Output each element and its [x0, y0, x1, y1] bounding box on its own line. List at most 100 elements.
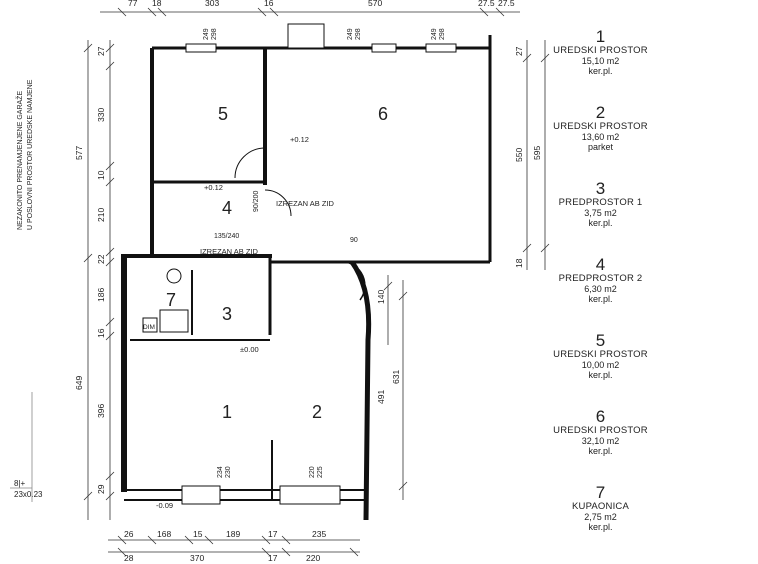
dim-text: 577: [74, 146, 84, 160]
window-label: 230: [225, 466, 232, 478]
legend-floor: ker.pl.: [588, 218, 613, 228]
legend-name: UREDSKI PROSTOR: [553, 45, 648, 56]
legend-area: 6,30 m2: [584, 284, 617, 294]
dim-text: 15: [193, 529, 203, 539]
legend-floor: ker.pl.: [588, 522, 613, 532]
window-label: 234: [217, 466, 224, 478]
dim-text: 22: [96, 254, 106, 264]
level-mark: +0.12: [290, 135, 309, 144]
legend-name: PREDPROSTOR 1: [558, 197, 643, 208]
dim-text: 210: [96, 208, 106, 222]
dim-text: 17: [268, 529, 278, 539]
door-label: 90: [350, 237, 358, 244]
room-number-5: 5: [218, 104, 228, 124]
legend-area: 32,10 m2: [581, 436, 620, 446]
legend-room-4: 4 PREDPROSTOR 2 6,30 m2 ker.pl.: [548, 256, 653, 332]
legend-area: 3,75 m2: [584, 208, 617, 218]
dim-text: 649: [74, 376, 84, 390]
dim-text: 595: [532, 146, 542, 160]
dim-text: 16: [264, 0, 274, 8]
dim-text: 189: [226, 529, 240, 539]
legend-area: 13,60 m2: [581, 132, 620, 142]
room-number-6: 6: [378, 104, 388, 124]
dimension-lines: [83, 7, 550, 557]
opening-labels: 249 298 249 298 249 298 234 230 220 225 …: [203, 28, 446, 478]
legend-room-1: 1 UREDSKI PROSTOR 15,10 m2 ker.pl.: [548, 28, 653, 104]
dim-text: 29: [96, 484, 106, 494]
stamp-text: 8|+: [14, 479, 26, 488]
legend-area: 15,10 m2: [581, 56, 620, 66]
stamp-frame: [10, 392, 33, 502]
legend-room-3: 3 PREDPROSTOR 1 3,75 m2 ker.pl.: [548, 180, 653, 256]
dim-text: 186: [96, 288, 106, 302]
dim-text: 16: [96, 328, 106, 338]
stamp-text: 23x0.23: [14, 490, 43, 499]
dim-text: 370: [190, 553, 204, 563]
window-label: 225: [317, 466, 324, 478]
window-label: 249: [431, 28, 438, 40]
dim-tag: DIM: [143, 324, 155, 331]
bathroom-fixtures: [142, 268, 189, 333]
dims-left: 577 649 27 330 10 210 22 186 16 396 29: [74, 46, 106, 494]
legend-num: 2: [595, 103, 606, 122]
legend-floor: ker.pl.: [588, 370, 613, 380]
dim-text: 631: [391, 370, 401, 384]
dim-text: 77: [128, 0, 138, 8]
legality-note: U POSLOVNI PROSTOR UREDSKE NAMJENE: [27, 79, 34, 230]
dim-text: 27.5: [478, 0, 495, 8]
legend-num: 6: [595, 407, 606, 426]
dim-text: 168: [157, 529, 171, 539]
level-mark: ±0.00: [240, 345, 259, 354]
legend-name: KUPAONICA: [571, 501, 630, 512]
dims-top: 77 18 303 16 570 27.5 27.5: [128, 0, 515, 8]
legend-num: 4: [595, 255, 606, 274]
room-number-3: 3: [222, 304, 232, 324]
legend-name: UREDSKI PROSTOR: [553, 425, 648, 436]
legend-floor: ker.pl.: [588, 294, 613, 304]
legend-room-2: 2 UREDSKI PROSTOR 13,60 m2 parket: [548, 104, 653, 180]
window-label: 249: [347, 28, 354, 40]
dim-text: 27: [96, 46, 106, 56]
dim-text: 18: [514, 258, 524, 268]
room-numbers: 1 2 3 4 5 6 7: [166, 104, 388, 422]
door-label: 135/240: [214, 233, 239, 240]
dim-text: 550: [514, 148, 524, 162]
room-number-2: 2: [312, 402, 322, 422]
level-mark: -0.09: [156, 501, 173, 510]
legend-num: 7: [595, 483, 606, 502]
window-label: 298: [439, 28, 446, 40]
level-mark: +0.12: [204, 183, 223, 192]
legend-name: PREDPROSTOR 2: [558, 273, 643, 284]
legality-note: NEZAKONITO PRENAMJENJENE GARAŽE: [15, 91, 24, 230]
room-number-1: 1: [222, 402, 232, 422]
legend-num: 3: [595, 179, 606, 198]
dim-text: 303: [205, 0, 219, 8]
dim-text: 27.5: [498, 0, 515, 8]
legend-floor: ker.pl.: [588, 446, 613, 456]
window-label: 220: [309, 466, 316, 478]
interior-dims: 140 631 491: [376, 290, 401, 404]
dim-text: 396: [96, 404, 106, 418]
dim-text: 220: [306, 553, 320, 563]
window-label: 298: [355, 28, 362, 40]
room-number-4: 4: [222, 198, 232, 218]
legend-name: UREDSKI PROSTOR: [553, 121, 648, 132]
legend-floor: ker.pl.: [588, 66, 613, 76]
legend-room-6: 6 UREDSKI PROSTOR 32,10 m2 ker.pl.: [548, 408, 653, 484]
room-legend: 1 UREDSKI PROSTOR 15,10 m2 ker.pl. 2 URE…: [548, 28, 653, 560]
dim-text: 26: [124, 529, 134, 539]
dim-text: 330: [96, 108, 106, 122]
cut-wall-label: IZREZAN AB ZID: [276, 199, 335, 208]
window-label: 249: [203, 28, 210, 40]
dims-right: 27 550 18 595: [514, 46, 542, 268]
legend-num: 1: [595, 27, 606, 46]
room-number-7: 7: [166, 290, 176, 310]
dim-text: 17: [268, 553, 278, 563]
dim-text: 570: [368, 0, 382, 8]
legend-room-7: 7 KUPAONICA 2,75 m2 ker.pl.: [548, 484, 653, 560]
dim-text: 18: [152, 0, 162, 8]
dim-text: 235: [312, 529, 326, 539]
dim-text: 491: [376, 390, 386, 404]
dim-text: 27: [514, 46, 524, 56]
